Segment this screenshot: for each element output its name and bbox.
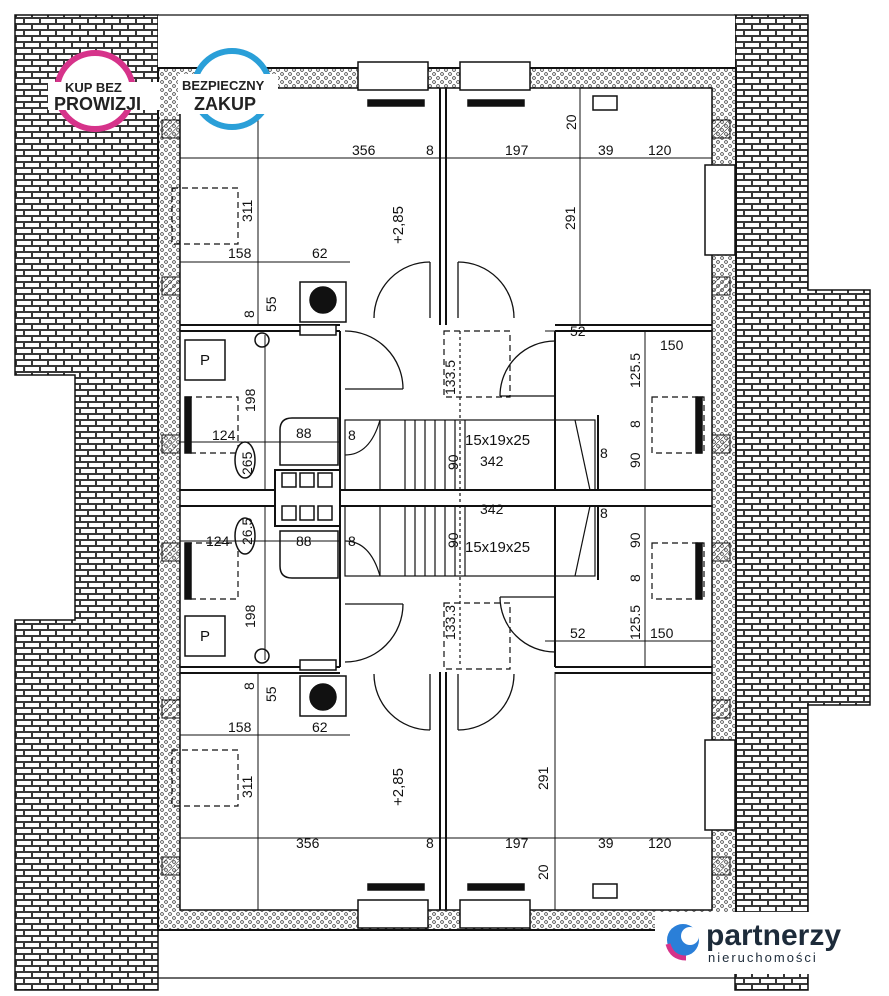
dim-label: 125.5 — [627, 605, 643, 640]
badge-line1: BEZPIECZNY — [182, 78, 265, 93]
dim-label: 39 — [598, 835, 614, 851]
brand-sub: nieruchomości — [708, 950, 818, 965]
dim-label: 52 — [570, 323, 586, 339]
dim-label: 8 — [348, 427, 356, 443]
dim-label: 291 — [562, 206, 578, 230]
dim-label: 8 — [600, 445, 608, 461]
bathroom-fixtures — [184, 95, 618, 899]
dim-label: 8 — [426, 835, 434, 851]
dim-label: 197 — [505, 835, 529, 851]
dim-label: 120 — [648, 142, 672, 158]
dim-label: 124 — [212, 427, 236, 443]
dim-label: 158 — [228, 245, 252, 261]
dim-label: 8 — [426, 142, 434, 158]
partnerzy-logo: partnerzy nieruchomości — [655, 912, 865, 974]
badge-kup-bez-prowizji: KUP BEZ PROWIZJI — [48, 50, 160, 132]
dim-label: 55 — [263, 686, 279, 702]
badge-line1: KUP BEZ — [65, 80, 122, 95]
dim-label: 291 — [535, 766, 551, 790]
dim-label: 342 — [480, 501, 504, 517]
height-mark: +2,85 — [390, 768, 407, 806]
dim-label: 158 — [228, 719, 252, 735]
brand-name: partnerzy — [706, 919, 841, 952]
dim-label: 197 — [505, 142, 529, 158]
dim-label: 311 — [239, 199, 255, 222]
dim-label: 8 — [600, 505, 608, 521]
stairs — [344, 331, 596, 667]
wall-hatch-blocks — [161, 119, 731, 876]
dim-label: 39 — [598, 142, 614, 158]
dim-label: 133.3 — [442, 605, 458, 640]
dim-label: 20 — [535, 864, 551, 880]
dim-label: 8 — [241, 310, 257, 318]
toilet-label: P — [200, 352, 210, 369]
dim-label: 265 — [239, 451, 255, 475]
dim-label: 62 — [312, 719, 328, 735]
windows — [184, 61, 736, 929]
dim-label: 52 — [570, 625, 586, 641]
dim-label: 90 — [445, 532, 461, 548]
badge-line2: ZAKUP — [194, 94, 256, 114]
stair-label: 15x19x25 — [465, 539, 530, 556]
dim-label: 26.5 — [239, 518, 255, 545]
dim-label: 8 — [241, 682, 257, 690]
dim-label: 125.5 — [627, 353, 643, 388]
dimension-labels-bottom: 356 8 197 39 120 20 311 291 158 62 8 55 … — [200, 501, 674, 880]
dim-label: 90 — [445, 454, 461, 470]
dim-label: 55 — [263, 296, 279, 312]
dim-label: 150 — [660, 337, 684, 353]
dim-label: 356 — [352, 142, 376, 158]
toilet-label: P — [200, 628, 210, 645]
dim-label: 133.5 — [442, 360, 458, 395]
dim-label: 8 — [627, 574, 643, 582]
stair-label: 15x19x25 — [465, 432, 530, 449]
dim-label: 311 — [239, 775, 255, 798]
dim-label: 90 — [627, 532, 643, 548]
dim-label: 8 — [348, 533, 356, 549]
dim-label: 124 — [206, 533, 230, 549]
badge-line2: PROWIZJI — [54, 94, 141, 114]
outer-walls — [157, 67, 737, 931]
dimension-labels-top: 356 8 197 39 120 20 311 291 158 62 8 55 … — [200, 114, 684, 475]
dimension-lines — [180, 88, 712, 910]
dim-label: 120 — [648, 835, 672, 851]
roof-windows — [171, 187, 705, 807]
dim-label: 198 — [242, 604, 258, 628]
dim-label: 8 — [627, 420, 643, 428]
door-swings — [344, 261, 556, 731]
dim-label: 90 — [627, 452, 643, 468]
dim-label: 150 — [650, 625, 674, 641]
dim-label: 62 — [312, 245, 328, 261]
dim-label: 88 — [296, 425, 312, 441]
dim-label: 342 — [480, 453, 504, 469]
dim-label: 20 — [563, 114, 579, 130]
dim-label: 198 — [242, 388, 258, 412]
dim-label: 356 — [296, 835, 320, 851]
height-mark: +2,85 — [390, 206, 407, 244]
badge-bezpieczny-zakup: BEZPIECZNY ZAKUP — [178, 48, 278, 130]
dim-label: 88 — [296, 533, 312, 549]
